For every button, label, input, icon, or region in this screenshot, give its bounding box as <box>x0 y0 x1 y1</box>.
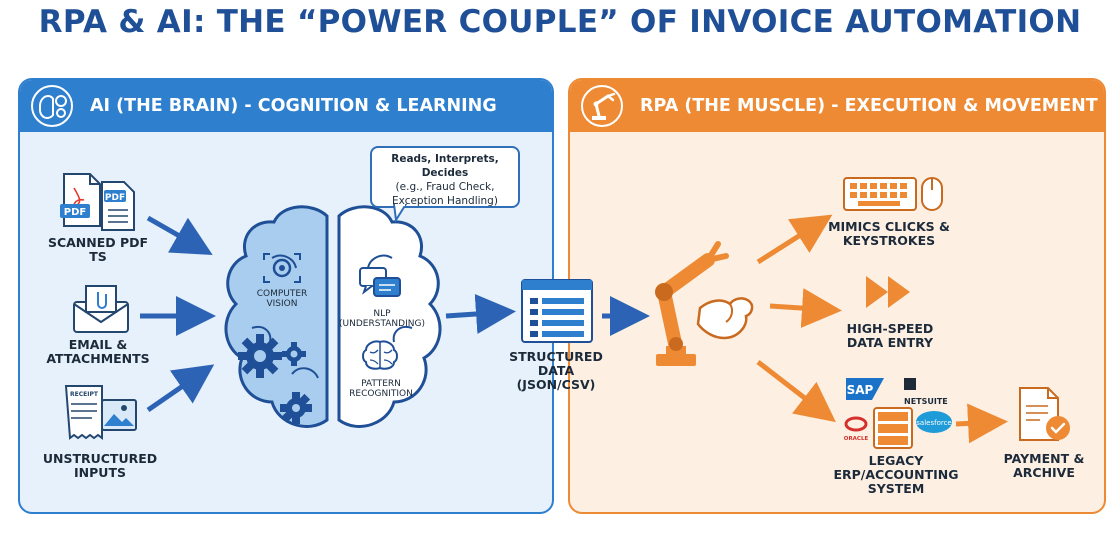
callout-title: Reads, Interprets, Decides <box>391 153 499 179</box>
action-label-erp: LEGACY ERP/ACCOUNTING SYSTEM <box>833 453 959 496</box>
final-label: PAYMENT & ARCHIVE <box>1003 451 1085 480</box>
pdf-badge: PDF <box>64 207 86 218</box>
pdf-files-icon: PDF PDF <box>60 173 135 231</box>
decision-callout: Reads, Interprets, Decides (e.g., Fraud … <box>370 146 520 208</box>
arrow-pdf-to-brain <box>146 215 213 255</box>
brain-gears-icon <box>20 80 84 132</box>
input-label-unstructured: UNSTRUCTURED INPUTS <box>42 451 158 480</box>
module-label-pattern: PATTERN RECOGNITION <box>349 379 413 399</box>
email-attachment-icon <box>73 285 129 333</box>
callout-detail: (e.g., Fraud Check, Exception Handling) <box>392 181 498 207</box>
receipt-badge: RECEIPT <box>70 391 99 398</box>
chat-bubbles-icon <box>359 267 401 297</box>
receipt-image-icon: RECEIPT <box>64 385 137 440</box>
rpa-panel-header: RPA (THE MUSCLE) - EXECUTION & MOVEMENT <box>570 80 1104 132</box>
document-check-icon <box>1019 387 1070 441</box>
arrow-erp-to-payment <box>955 403 1008 444</box>
module-label-nlp: NLP (UNDERSTANDING) <box>339 309 425 329</box>
fast-forward-icon <box>866 276 910 308</box>
oracle-logo: ORACLE <box>844 436 869 442</box>
arrow-robot-to-entry <box>769 288 842 329</box>
page-title: RPA & AI: THE “POWER COUPLE” OF INVOICE … <box>38 4 1082 40</box>
pattern-brain-icon <box>362 340 398 370</box>
input-label-email: EMAIL & ATTACHMENTS <box>46 337 150 366</box>
input-label-pdf: SCANNED PDF TS <box>47 235 149 264</box>
robot-arm-icon <box>570 80 634 132</box>
arrow-robot-to-clicks <box>756 214 833 265</box>
module-label-vision: COMPUTER VISION <box>256 289 308 309</box>
ai-panel-title: AI (THE BRAIN) - COGNITION & LEARNING <box>90 96 497 116</box>
netsuite-logo: NETSUITE <box>904 397 948 406</box>
action-label-data-entry: HIGH-SPEED DATA ENTRY <box>846 321 934 350</box>
robot-arm-muscle-icon <box>655 241 754 366</box>
keyboard-mouse-icon <box>843 177 943 211</box>
camera-icon <box>263 253 301 283</box>
brain-icon <box>224 205 442 428</box>
arrow-inputs-to-brain <box>146 364 215 413</box>
sap-logo: SAP <box>847 383 874 397</box>
pdf-badge: PDF <box>105 193 125 203</box>
salesforce-logo: salesforce <box>916 419 951 427</box>
rpa-panel-title: RPA (THE MUSCLE) - EXECUTION & MOVEMENT <box>640 96 1098 116</box>
ai-panel-header: AI (THE BRAIN) - COGNITION & LEARNING <box>20 80 552 132</box>
arrow-brain-to-data <box>445 294 516 334</box>
data-table-icon <box>521 279 593 343</box>
erp-server-icon: SAP NETSUITE ORACLE salesforce <box>844 378 952 449</box>
action-label-clicks: MIMICS CLICKS & KEYSTROKES <box>828 219 950 248</box>
arrow-robot-to-erp <box>756 360 836 423</box>
output-label: STRUCTURED DATA (JSON/CSV) <box>509 349 603 392</box>
gears-icon <box>238 334 312 424</box>
callout-tail <box>392 204 408 222</box>
